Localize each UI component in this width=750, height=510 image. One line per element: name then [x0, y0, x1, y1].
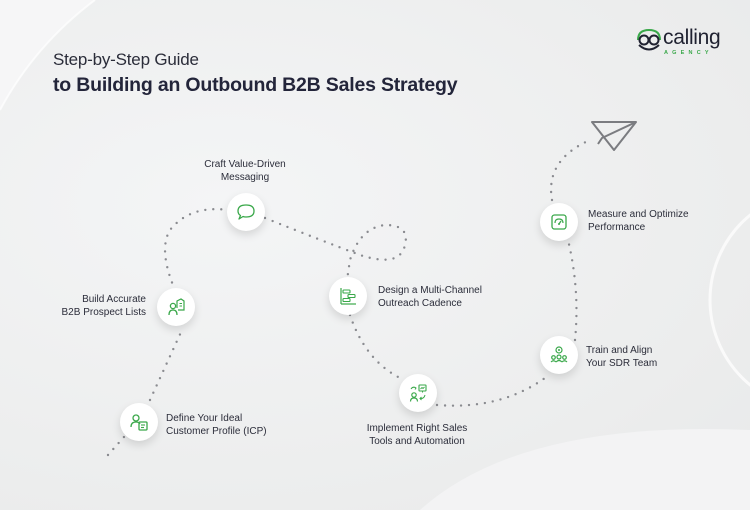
- step-label-icp: Define Your Ideal Customer Profile (ICP): [166, 413, 267, 437]
- step-node-prospect-lists[interactable]: [157, 288, 195, 326]
- brand-logo: calling AGENCY: [634, 26, 730, 60]
- chat-bubble-icon: [237, 204, 255, 220]
- step-node-icp[interactable]: [120, 403, 158, 441]
- customer-profile-icon: [130, 414, 148, 431]
- headset-cc-icon: [637, 28, 661, 51]
- automation-tools-icon: [409, 384, 427, 402]
- title-line-2: to Building an Outbound B2B Sales Strate…: [53, 74, 458, 96]
- team-training-icon: [550, 346, 568, 363]
- step-node-messaging[interactable]: [227, 193, 265, 231]
- step-node-tools[interactable]: [399, 374, 437, 412]
- logo-subtitle: AGENCY: [664, 50, 713, 56]
- gauge-meter-icon: [551, 214, 567, 230]
- step-label-measure: Measure and Optimize Performance: [588, 209, 689, 233]
- step-node-measure[interactable]: [540, 203, 578, 241]
- step-node-cadence[interactable]: [329, 277, 367, 315]
- step-node-sdr-team[interactable]: [540, 336, 578, 374]
- step-label-sdr-team: Train and Align Your SDR Team: [586, 345, 658, 369]
- step-label-cadence: Design a Multi-Channel Outreach Cadence: [378, 285, 482, 309]
- prospect-list-icon: [168, 298, 185, 316]
- paper-plane-icon: [591, 121, 637, 151]
- step-label-messaging: Craft Value-Driven Messaging: [204, 159, 286, 183]
- step-label-prospect-lists: Build Accurate B2B Prospect Lists: [61, 294, 146, 318]
- flowchart-icon: [340, 288, 356, 305]
- logo-wordmark: calling: [663, 26, 721, 49]
- step-label-tools: Implement Right Sales Tools and Automati…: [366, 423, 468, 447]
- title-line-1: Step-by-Step Guide: [53, 50, 199, 69]
